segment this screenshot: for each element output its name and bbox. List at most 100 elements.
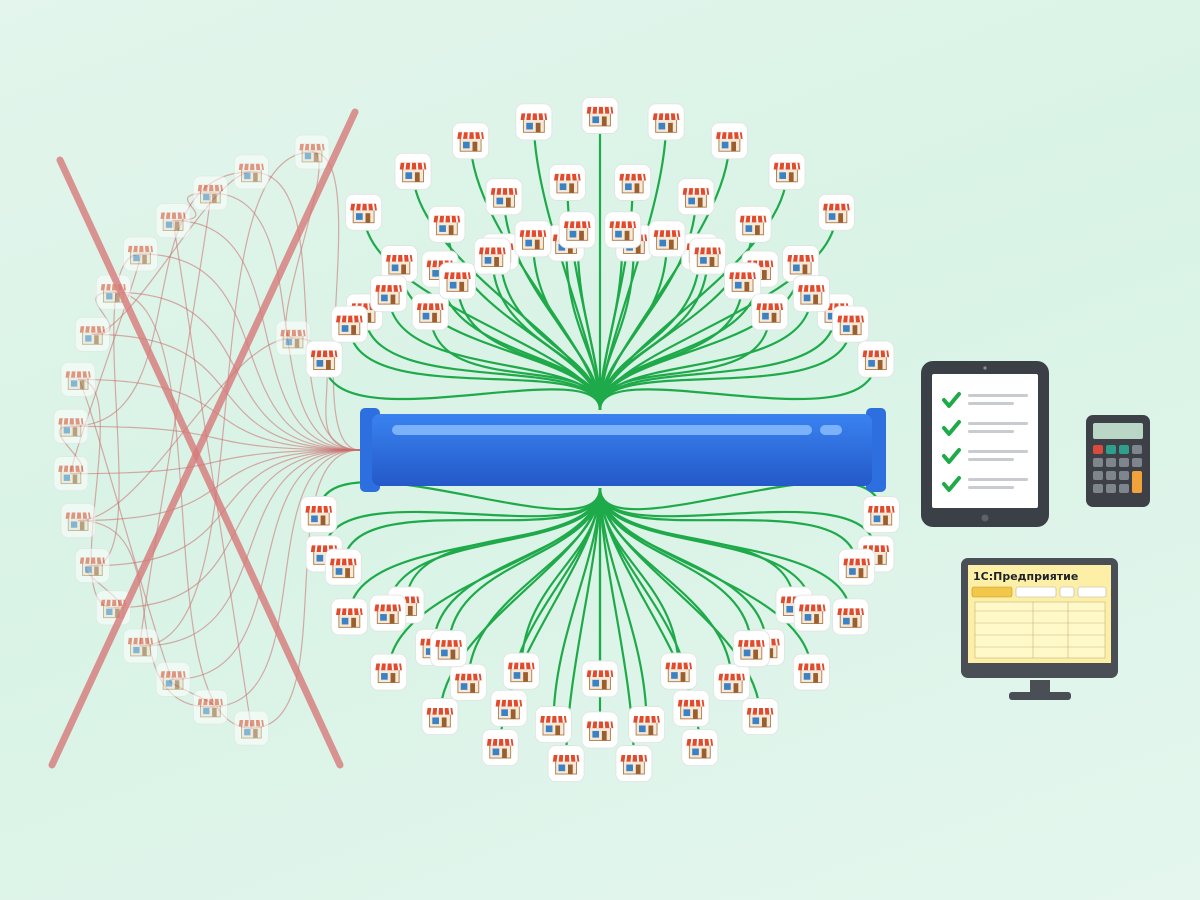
store-icon	[734, 205, 773, 244]
connector-line	[598, 324, 852, 411]
connector-line	[467, 487, 602, 683]
store-icon	[627, 705, 666, 744]
connector-line	[598, 481, 883, 515]
store-icon	[52, 455, 89, 492]
store-icon	[324, 548, 363, 587]
store-icon	[427, 205, 466, 244]
store-icon	[547, 744, 586, 783]
monitor-icon: 1С:Предприятие	[961, 558, 1118, 700]
connector-line	[447, 487, 602, 649]
connector-line	[598, 487, 753, 649]
store-icon	[368, 594, 407, 633]
store-icon	[680, 728, 719, 767]
store-icon	[648, 219, 687, 258]
connector-line	[348, 324, 602, 411]
store-icon	[732, 629, 771, 668]
connector-line	[598, 487, 733, 683]
checklist-tablet-icon	[921, 361, 1049, 527]
store-icon	[60, 502, 97, 539]
store-icon	[558, 210, 597, 249]
store-icon	[192, 175, 229, 212]
store-icon	[676, 177, 715, 216]
store-icon	[792, 653, 831, 692]
store-icon	[122, 235, 159, 272]
store-icon	[344, 193, 383, 232]
store-icon	[710, 121, 749, 160]
connector-line	[317, 481, 602, 515]
store-icon	[513, 219, 552, 258]
store-icon	[534, 705, 573, 744]
store-icon	[723, 261, 762, 300]
store-icon	[741, 697, 780, 736]
store-icon	[275, 320, 311, 356]
connector-line	[342, 487, 602, 568]
store-icon	[688, 237, 727, 276]
checklist	[942, 392, 1028, 492]
store-icon	[74, 316, 111, 353]
connector-line	[429, 311, 602, 411]
store-icon	[192, 688, 229, 725]
store-icon	[369, 653, 408, 692]
calculator-icon	[1086, 415, 1150, 507]
store-icon	[52, 408, 89, 445]
store-icon	[502, 652, 541, 691]
store-icon	[438, 261, 477, 300]
connector-line	[552, 487, 602, 725]
cross-out-mark	[48, 108, 359, 769]
store-icon	[793, 594, 832, 633]
check-icon	[942, 420, 961, 436]
store-icon	[74, 547, 111, 584]
store-icon	[411, 292, 450, 331]
connector-line	[598, 487, 648, 725]
connector-line	[598, 487, 680, 672]
connector-line	[323, 359, 602, 411]
store-icon	[299, 495, 338, 534]
store-icon	[647, 102, 686, 141]
store-icon	[581, 711, 619, 749]
connector-line	[598, 311, 771, 411]
store-icon	[712, 663, 751, 702]
integration-bus	[360, 408, 886, 492]
connector-line	[598, 487, 858, 568]
store-icon	[305, 340, 344, 379]
store-icon	[581, 96, 619, 135]
legacy-chaotic-connections	[58, 151, 361, 729]
connector-line	[598, 487, 814, 614]
store-icon	[514, 102, 553, 141]
store-icon	[581, 659, 619, 698]
store-icon	[837, 548, 876, 587]
store-icon	[330, 597, 369, 636]
store-icon	[369, 274, 408, 313]
store-icon	[294, 134, 330, 170]
connector-line	[456, 280, 602, 411]
store-icon	[831, 597, 870, 636]
connector-line	[598, 280, 744, 411]
store-icon	[489, 689, 528, 728]
connector-line	[520, 487, 602, 672]
connector-line	[598, 256, 709, 411]
store-icon	[473, 237, 512, 276]
connector-line	[386, 487, 602, 614]
check-icon	[942, 476, 961, 492]
store-icon	[451, 121, 490, 160]
store-icon	[122, 628, 159, 665]
connector-line	[598, 359, 877, 411]
connector-line	[598, 238, 669, 411]
connector-line	[491, 256, 602, 411]
store-icon	[233, 153, 270, 190]
store-icon	[817, 193, 856, 232]
store-icon	[767, 152, 806, 191]
store-icon	[750, 292, 789, 331]
store-icon	[233, 710, 270, 747]
store-icon	[862, 495, 901, 534]
store-icon	[831, 305, 870, 344]
check-icon	[942, 392, 961, 408]
store-icon	[792, 274, 831, 313]
store-icon	[155, 661, 192, 698]
store-icon	[60, 361, 97, 398]
store-icon	[155, 202, 192, 239]
monitor-title: 1С:Предприятие	[973, 570, 1078, 583]
check-icon	[942, 448, 961, 464]
store-icon	[614, 744, 653, 783]
